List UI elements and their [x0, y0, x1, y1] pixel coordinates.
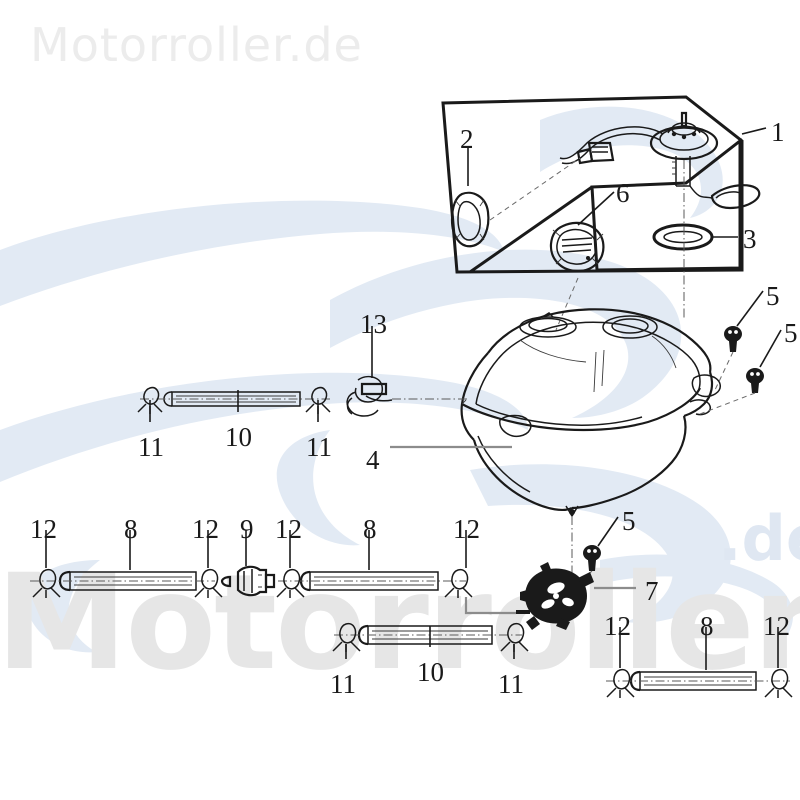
fuel-hose-8a [30, 570, 215, 592]
callout-12b: 12 [192, 514, 219, 544]
callout-11a: 11 [138, 432, 164, 462]
callout-9: 9 [240, 514, 254, 544]
hose-clamp-12b [194, 568, 223, 598]
fuel-cap-part6 [549, 221, 605, 273]
hose-clamp-12d [444, 568, 516, 615]
assembly-link-2 [489, 157, 581, 221]
hose-clip-part13 [346, 375, 393, 417]
leader-lines [45, 127, 782, 670]
callout-10b: 10 [417, 657, 444, 687]
o-ring-part3 [652, 223, 714, 251]
callout-5b: 5 [784, 318, 798, 348]
callout-11b: 11 [306, 432, 332, 462]
top-watermark: Motorroller.de [30, 18, 363, 72]
callout-7: 7 [645, 576, 659, 606]
callout-3: 3 [743, 224, 757, 254]
bolt-part5-a [724, 326, 742, 352]
callout-5a: 5 [766, 281, 780, 311]
callout-8a: 8 [124, 514, 138, 544]
hose-clamp-12e [606, 668, 635, 698]
callout-11c: 11 [330, 669, 356, 699]
hose-clamp-12a [32, 568, 61, 598]
callout-11d: 11 [498, 669, 524, 699]
callout-8c: 8 [700, 611, 714, 641]
detail-box-1 [441, 95, 744, 274]
callout-10a: 10 [225, 422, 252, 452]
callout-6: 6 [616, 178, 630, 208]
fuel-pump-valve-part7 [516, 562, 594, 630]
fuel-pump-sender-unit [559, 111, 761, 210]
vent-hose-10-upper [140, 391, 330, 407]
fuel-hose-8b [278, 570, 466, 592]
hose-clamp-12c [276, 568, 305, 598]
callout-1: 1 [771, 117, 785, 147]
vent-hose-10-lower [334, 624, 522, 646]
fuel-filter-part9 [220, 565, 276, 597]
callout-12e: 12 [604, 611, 631, 641]
callout-12f: 12 [763, 611, 790, 641]
callout-2: 2 [460, 124, 474, 154]
callout-4: 4 [366, 445, 380, 475]
fuelcap-axis [555, 277, 579, 331]
bolt-part5-b [746, 368, 764, 393]
detail-box-inner [469, 137, 742, 274]
fuel-hose-8c [606, 670, 790, 692]
fuel-tank-part4 [460, 308, 721, 518]
callout-12d: 12 [453, 514, 480, 544]
bolt-part5-c [583, 545, 601, 571]
svg-text:.de: .de [718, 502, 800, 575]
grommet-seal-part2 [450, 191, 490, 248]
callout-12a: 12 [30, 514, 57, 544]
callout-5c: 5 [622, 506, 636, 536]
hose-clamp-12f [764, 668, 793, 698]
callout-13: 13 [360, 309, 387, 339]
callout-12c: 12 [275, 514, 302, 544]
callout-8b: 8 [363, 514, 377, 544]
